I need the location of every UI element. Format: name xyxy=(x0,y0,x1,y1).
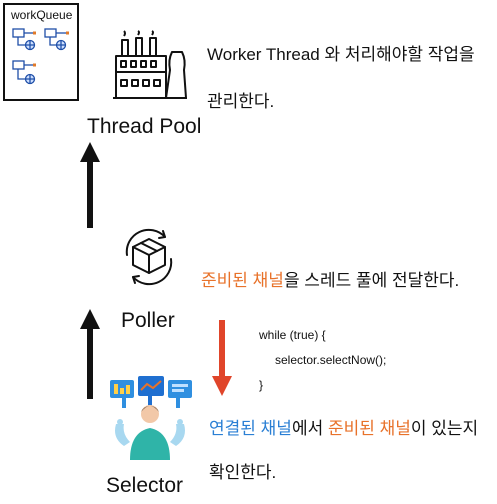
work-queue-box: workQueue xyxy=(3,3,79,101)
work-queue-label: workQueue xyxy=(11,8,73,22)
person-monitors-icon xyxy=(110,376,192,460)
selector-label: Selector xyxy=(106,474,184,497)
selector-description-rest: 이 있는지 xyxy=(410,419,479,438)
poller-description: 준비된 채널을 스레드 풀에 전달한다. xyxy=(201,266,459,291)
flow-arrow-up-bottom xyxy=(80,309,100,399)
flow-arrow-up-top xyxy=(80,142,100,228)
factory-icon xyxy=(113,30,187,99)
selector-description-mid: 에서 xyxy=(291,419,328,438)
thread-pool-description-line1: Worker Thread 와 처리해야할 작업을 xyxy=(207,45,475,64)
selector-description-highlight-connected: 연결된 채널 xyxy=(209,419,292,438)
code-line3: } xyxy=(259,378,264,392)
selector-description-highlight-ready: 준비된 채널 xyxy=(327,419,411,438)
poller-description-rest: 을 스레드 풀에 전달한다. xyxy=(283,271,460,290)
selector-description-line2: 확인한다. xyxy=(209,463,277,482)
code-line2: selector.selectNow(); xyxy=(275,353,387,367)
poller-label: Poller xyxy=(121,309,175,332)
thread-pool-description-line2: 관리한다. xyxy=(207,92,275,111)
code-line1: while (true) { xyxy=(259,328,326,342)
box-cycle-icon xyxy=(125,228,173,286)
selector-description-line1: 연결된 채널에서 준비된 채널이 있는지 xyxy=(209,414,478,439)
queue-node-globe-icon xyxy=(12,28,69,85)
poller-description-highlight: 준비된 채널 xyxy=(201,271,284,290)
thread-pool-label: Thread Pool xyxy=(87,115,202,138)
poll-arrow-down xyxy=(212,320,232,396)
